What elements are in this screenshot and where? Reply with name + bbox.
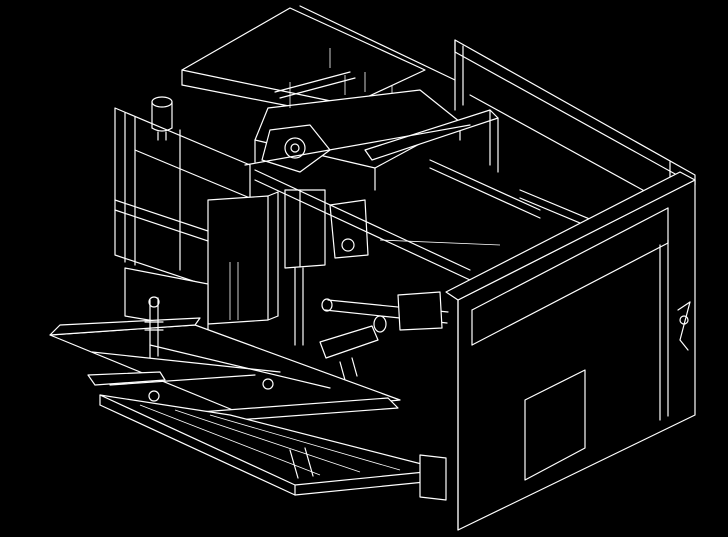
hand-crank (677, 301, 691, 351)
center-column (284, 189, 369, 346)
conveyor-bed (99, 394, 447, 501)
right-cabinet (445, 171, 696, 531)
upper-carriage (254, 71, 499, 191)
access-door (524, 369, 586, 481)
left-frame (114, 107, 279, 331)
motor-cylinder (151, 96, 173, 141)
drive-shaft (319, 291, 449, 381)
rear-panel (454, 39, 696, 206)
tray-legs (144, 296, 305, 481)
